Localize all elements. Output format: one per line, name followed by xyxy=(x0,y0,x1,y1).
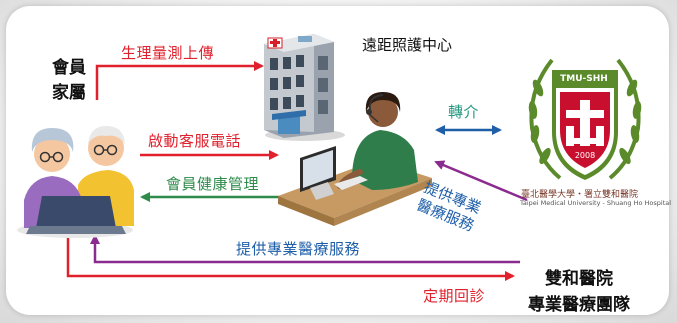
member-family-label: 會員 家屬 xyxy=(52,56,86,106)
hospital-label-line2: 專業醫療團隊 xyxy=(528,295,630,315)
arrow-regular-visit xyxy=(66,238,515,281)
hospital-team-label: 雙和醫院 專業醫療團隊 xyxy=(528,266,630,318)
regular-visit-label: 定期回診 xyxy=(423,287,486,305)
health-mgmt-label: 會員健康管理 xyxy=(166,175,260,193)
seal-year: 2008 xyxy=(574,151,596,160)
elderly-couple-laptop-icon xyxy=(17,126,134,238)
call-center-agent-icon xyxy=(278,92,432,226)
hospital-building-icon xyxy=(264,34,345,141)
member-label-line1: 會員 xyxy=(52,58,86,78)
care-center-title: 遠距照護中心 xyxy=(362,36,453,54)
physio-upload-label: 生理量測上傳 xyxy=(121,44,215,62)
hospital-seal-logo xyxy=(528,58,642,180)
call-service-label: 啟動客服電話 xyxy=(148,132,242,150)
member-label-line2: 家屬 xyxy=(52,83,86,103)
referral-label: 轉介 xyxy=(448,103,480,121)
pro-service-label: 提供專業醫療服務 xyxy=(236,240,361,258)
arrow-pro-to-center xyxy=(434,160,528,202)
seal-top-text: TMU-SHH xyxy=(560,74,608,84)
hospital-label-line1: 雙和醫院 xyxy=(545,269,613,289)
seal-name-cn: 臺北醫學大學・署立雙和醫院 xyxy=(521,190,639,200)
seal-name-en: Taipei Medical University - Shuang Ho Ho… xyxy=(520,199,672,207)
arrow-pro-service xyxy=(90,234,520,264)
arrow-physio-upload xyxy=(95,61,264,100)
